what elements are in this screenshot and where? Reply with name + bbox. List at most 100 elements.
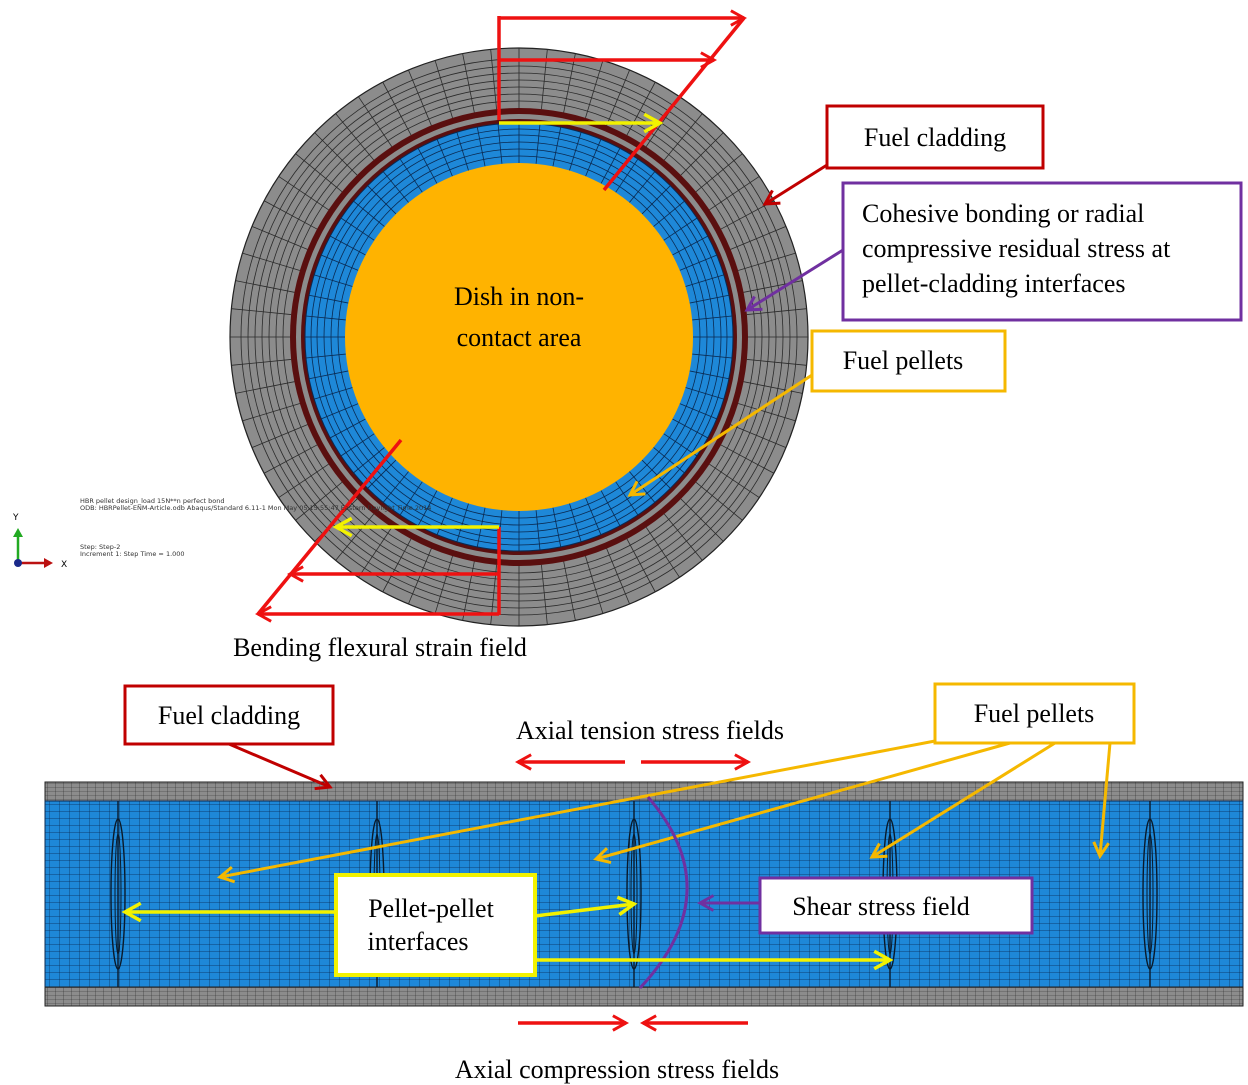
pellet-radial-line [689, 370, 729, 380]
cladding-radial-line [358, 96, 393, 147]
pellet-radial-line [569, 132, 582, 171]
cladding-radial-line [263, 200, 318, 230]
strain-profile-bottom [256, 438, 403, 616]
cladding-radial-line [231, 359, 292, 366]
viewport-info: HBR pellet design_load 15N**n perfect bo… [80, 497, 431, 558]
shear-box [758, 876, 1034, 935]
pellet-radial-line [456, 503, 469, 542]
cladding-radial-line [730, 226, 787, 250]
radial-mesh-lines [230, 48, 808, 626]
pellets-arrow-3 [872, 741, 1056, 857]
pellet-interfaces [110, 801, 1158, 987]
pellet-radial-line [382, 171, 409, 203]
fuel-cladding-label-bottom: Fuel cladding [158, 701, 300, 730]
pellet-radial-line [497, 123, 503, 164]
pellet-radial-line [476, 127, 486, 167]
cladding-radial-line [434, 60, 453, 118]
fuel-pellets-box-bottom [933, 682, 1136, 745]
pellet-radial-line [330, 418, 366, 439]
dish-area [345, 163, 693, 511]
pellet-cross-section: Dish in non- contact area [229, 47, 809, 627]
pellet-radial-line [629, 171, 656, 203]
cladding-radial-line [462, 53, 475, 113]
pellet-radial-line [552, 127, 562, 167]
pellet-interfaces-box [334, 873, 537, 977]
pellet-radial-line [641, 459, 671, 489]
dish-label-line2: contact area [457, 323, 582, 352]
cladding-radial-line [563, 53, 576, 113]
pellet-radial-line [585, 139, 602, 177]
cladding-radial-line [606, 69, 630, 126]
pellet-radial-line [615, 158, 639, 193]
cladding-radial-line [278, 463, 329, 498]
cladding-radial-line [251, 424, 308, 448]
pellet-radial-line [600, 148, 621, 184]
pellet-radial-line [535, 510, 541, 551]
cladding-radial-line [680, 132, 724, 176]
pellet-radial-line [569, 503, 582, 542]
cladding-radial-line [278, 176, 329, 211]
axial-tension-label: Axial tension stress fields [516, 716, 784, 745]
cladding-radial-line [709, 463, 760, 498]
pellet-radial-line [685, 274, 724, 287]
cladding-radial-line [382, 538, 412, 593]
fuel-pellets-callout-bottom: Fuel pellets [220, 682, 1136, 877]
cladding-radial-line [295, 481, 343, 521]
dish-label-line1: Dish in non- [454, 282, 584, 311]
pellet-radial-line [321, 403, 359, 420]
fuel-pellets-label-bottom: Fuel pellets [974, 699, 1095, 728]
cohesive-label-line1: Cohesive bonding or radial [862, 199, 1144, 228]
bending-strain-top [497, 16, 746, 192]
cladding-radial-line [490, 49, 497, 110]
pellet-radial-line [417, 490, 438, 526]
cladding-radial-line [263, 444, 318, 474]
pellet-radial-line [330, 235, 366, 256]
pellet-radial-line [340, 217, 375, 241]
pellet-radial-line [309, 370, 349, 380]
axis-origin [14, 559, 22, 567]
bending-label: Bending flexural strain field [233, 633, 527, 662]
y-axis-arrowhead [13, 528, 23, 537]
cladding-radial-line [720, 444, 775, 474]
cladding-radial-line [663, 513, 703, 561]
cladding-radial-line [606, 548, 630, 605]
pellets-arrow-2 [596, 741, 1011, 859]
pellet-radial-line [382, 471, 409, 503]
upper-cladding [44, 781, 1244, 802]
cladding-radial-line [746, 308, 807, 315]
pellet-radial-line [367, 185, 397, 215]
pellet-radial-line [314, 387, 353, 400]
pellet-radial-line [692, 353, 733, 359]
fuel-cladding-arrow-top [765, 163, 828, 204]
cladding-radial-line [358, 527, 393, 578]
pellet-radial-line [399, 481, 423, 516]
cladding-radial-line [408, 548, 432, 605]
pellet-radial-line [692, 315, 733, 321]
strain-profile-top [602, 16, 746, 192]
pellet-radial-line [689, 294, 729, 304]
shear-curve [638, 796, 689, 990]
cladding-radial-line [242, 252, 300, 271]
fuel-cladding-label-top: Fuel cladding [864, 123, 1006, 152]
cladding-radial-line [738, 252, 796, 271]
cladding-radial-line [746, 359, 807, 366]
longitudinal-section [44, 781, 1244, 1007]
pellet-stack [44, 800, 1244, 988]
cladding-radial-line [730, 424, 787, 448]
cladding-radial-line [709, 176, 760, 211]
fuel-cladding-callout-bottom: Fuel cladding [123, 684, 335, 787]
pellet-radial-line [309, 294, 349, 304]
pellet-radial-line [663, 433, 698, 457]
cladding-radial-line [235, 280, 295, 293]
pellet-radial-line [679, 403, 717, 420]
pellets-arrow-4 [1100, 742, 1112, 856]
pellet-radial-line [436, 139, 453, 177]
pellet-radial-line [615, 481, 639, 516]
viewport-info-line3: Step: Step-2 [80, 543, 120, 551]
fuel-cladding-box-bottom [123, 684, 335, 746]
pellet-radial-line [679, 254, 717, 271]
bending-strain-bottom [256, 438, 501, 616]
cohesive-arrow [747, 248, 844, 310]
